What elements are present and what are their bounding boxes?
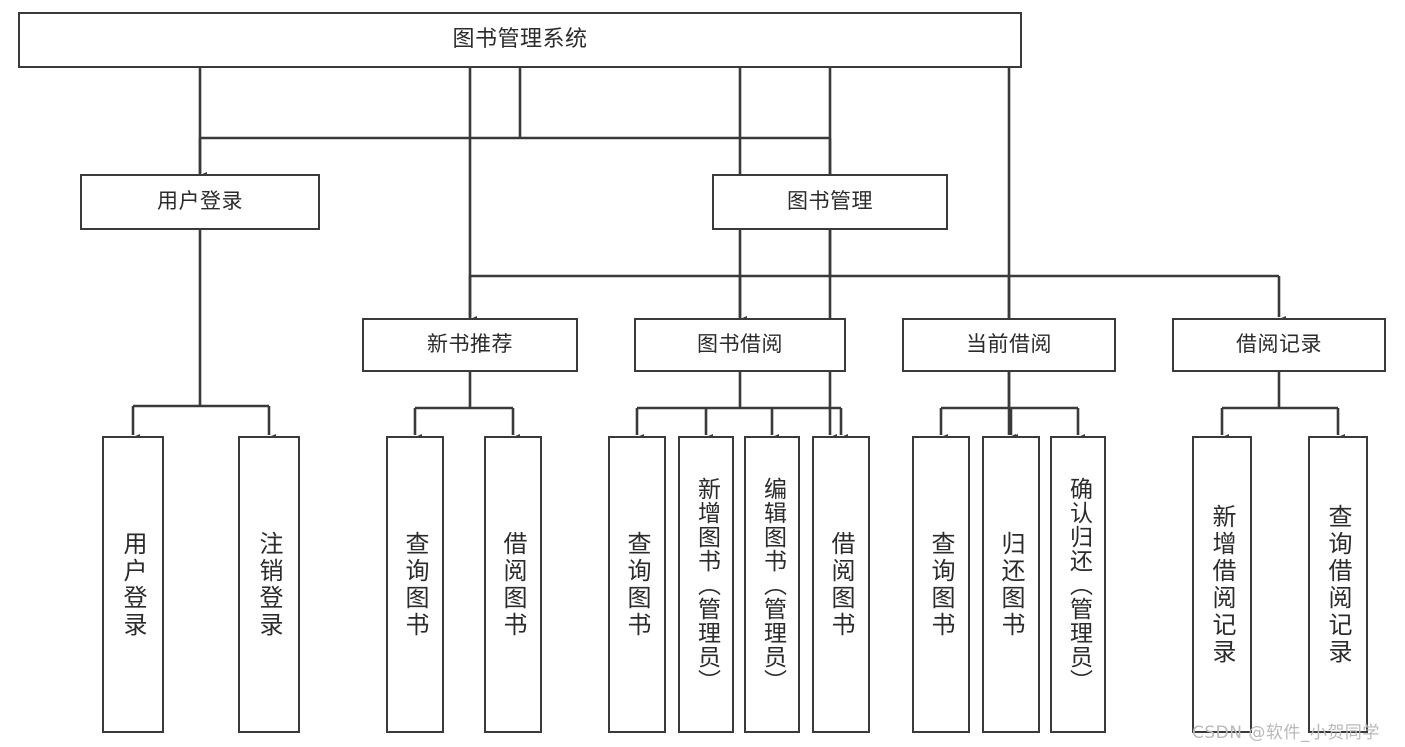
node-book-borrow-label: 图书借阅	[697, 332, 783, 357]
node-new-book-rec-label: 新书推荐	[427, 332, 513, 357]
node-new-book-rec[interactable]: 新书推荐	[362, 318, 578, 372]
node-book-manage-label: 图书管理	[787, 189, 873, 214]
node-root[interactable]: 图书管理系统	[18, 12, 1022, 68]
node-leaf-edit-book-label: 编辑图书（管理员）	[759, 476, 786, 693]
node-leaf-user-login-label: 用户登录	[119, 530, 147, 639]
node-book-borrow[interactable]: 图书借阅	[634, 318, 846, 372]
node-leaf-confirm-return-label: 确认归还（管理员）	[1065, 476, 1092, 693]
node-leaf-query-book-1-label: 查询图书	[401, 530, 429, 639]
node-current-borrow-label: 当前借阅	[966, 332, 1052, 357]
node-leaf-confirm-return[interactable]: 确认归还（管理员）	[1050, 436, 1106, 733]
node-leaf-add-record[interactable]: 新增借阅记录	[1192, 436, 1252, 733]
node-leaf-query-record[interactable]: 查询借阅记录	[1308, 436, 1368, 733]
node-leaf-edit-book[interactable]: 编辑图书（管理员）	[744, 436, 800, 733]
node-leaf-query-book-2-label: 查询图书	[623, 530, 651, 639]
node-user-login[interactable]: 用户登录	[80, 174, 320, 230]
node-leaf-query-book-3[interactable]: 查询图书	[912, 436, 970, 733]
node-leaf-add-book-label: 新增图书（管理员）	[693, 476, 720, 693]
node-user-login-label: 用户登录	[157, 189, 243, 214]
node-leaf-query-book-3-label: 查询图书	[927, 530, 955, 639]
node-leaf-query-book-2[interactable]: 查询图书	[608, 436, 666, 733]
node-leaf-return-book-label: 归还图书	[997, 530, 1025, 639]
node-leaf-add-record-label: 新增借阅记录	[1208, 503, 1236, 666]
node-leaf-borrow-book-1-label: 借阅图书	[499, 530, 527, 639]
node-leaf-user-logout[interactable]: 注销登录	[238, 436, 300, 733]
node-leaf-borrow-book-1[interactable]: 借阅图书	[484, 436, 542, 733]
node-borrow-record-label: 借阅记录	[1236, 332, 1322, 357]
node-borrow-record[interactable]: 借阅记录	[1172, 318, 1386, 372]
node-leaf-return-book[interactable]: 归还图书	[982, 436, 1040, 733]
node-leaf-query-book-1[interactable]: 查询图书	[386, 436, 444, 733]
node-leaf-user-login[interactable]: 用户登录	[102, 436, 164, 733]
csdn-watermark: CSDN @软件_小贺同学	[1192, 723, 1380, 743]
node-current-borrow[interactable]: 当前借阅	[902, 318, 1116, 372]
node-root-label: 图书管理系统	[452, 26, 588, 52]
node-leaf-query-record-label: 查询借阅记录	[1324, 503, 1352, 666]
node-leaf-add-book[interactable]: 新增图书（管理员）	[678, 436, 734, 733]
node-leaf-borrow-book-2-label: 借阅图书	[827, 530, 855, 639]
node-leaf-borrow-book-2[interactable]: 借阅图书	[812, 436, 870, 733]
node-book-manage[interactable]: 图书管理	[712, 174, 948, 230]
node-leaf-user-logout-label: 注销登录	[255, 530, 283, 639]
